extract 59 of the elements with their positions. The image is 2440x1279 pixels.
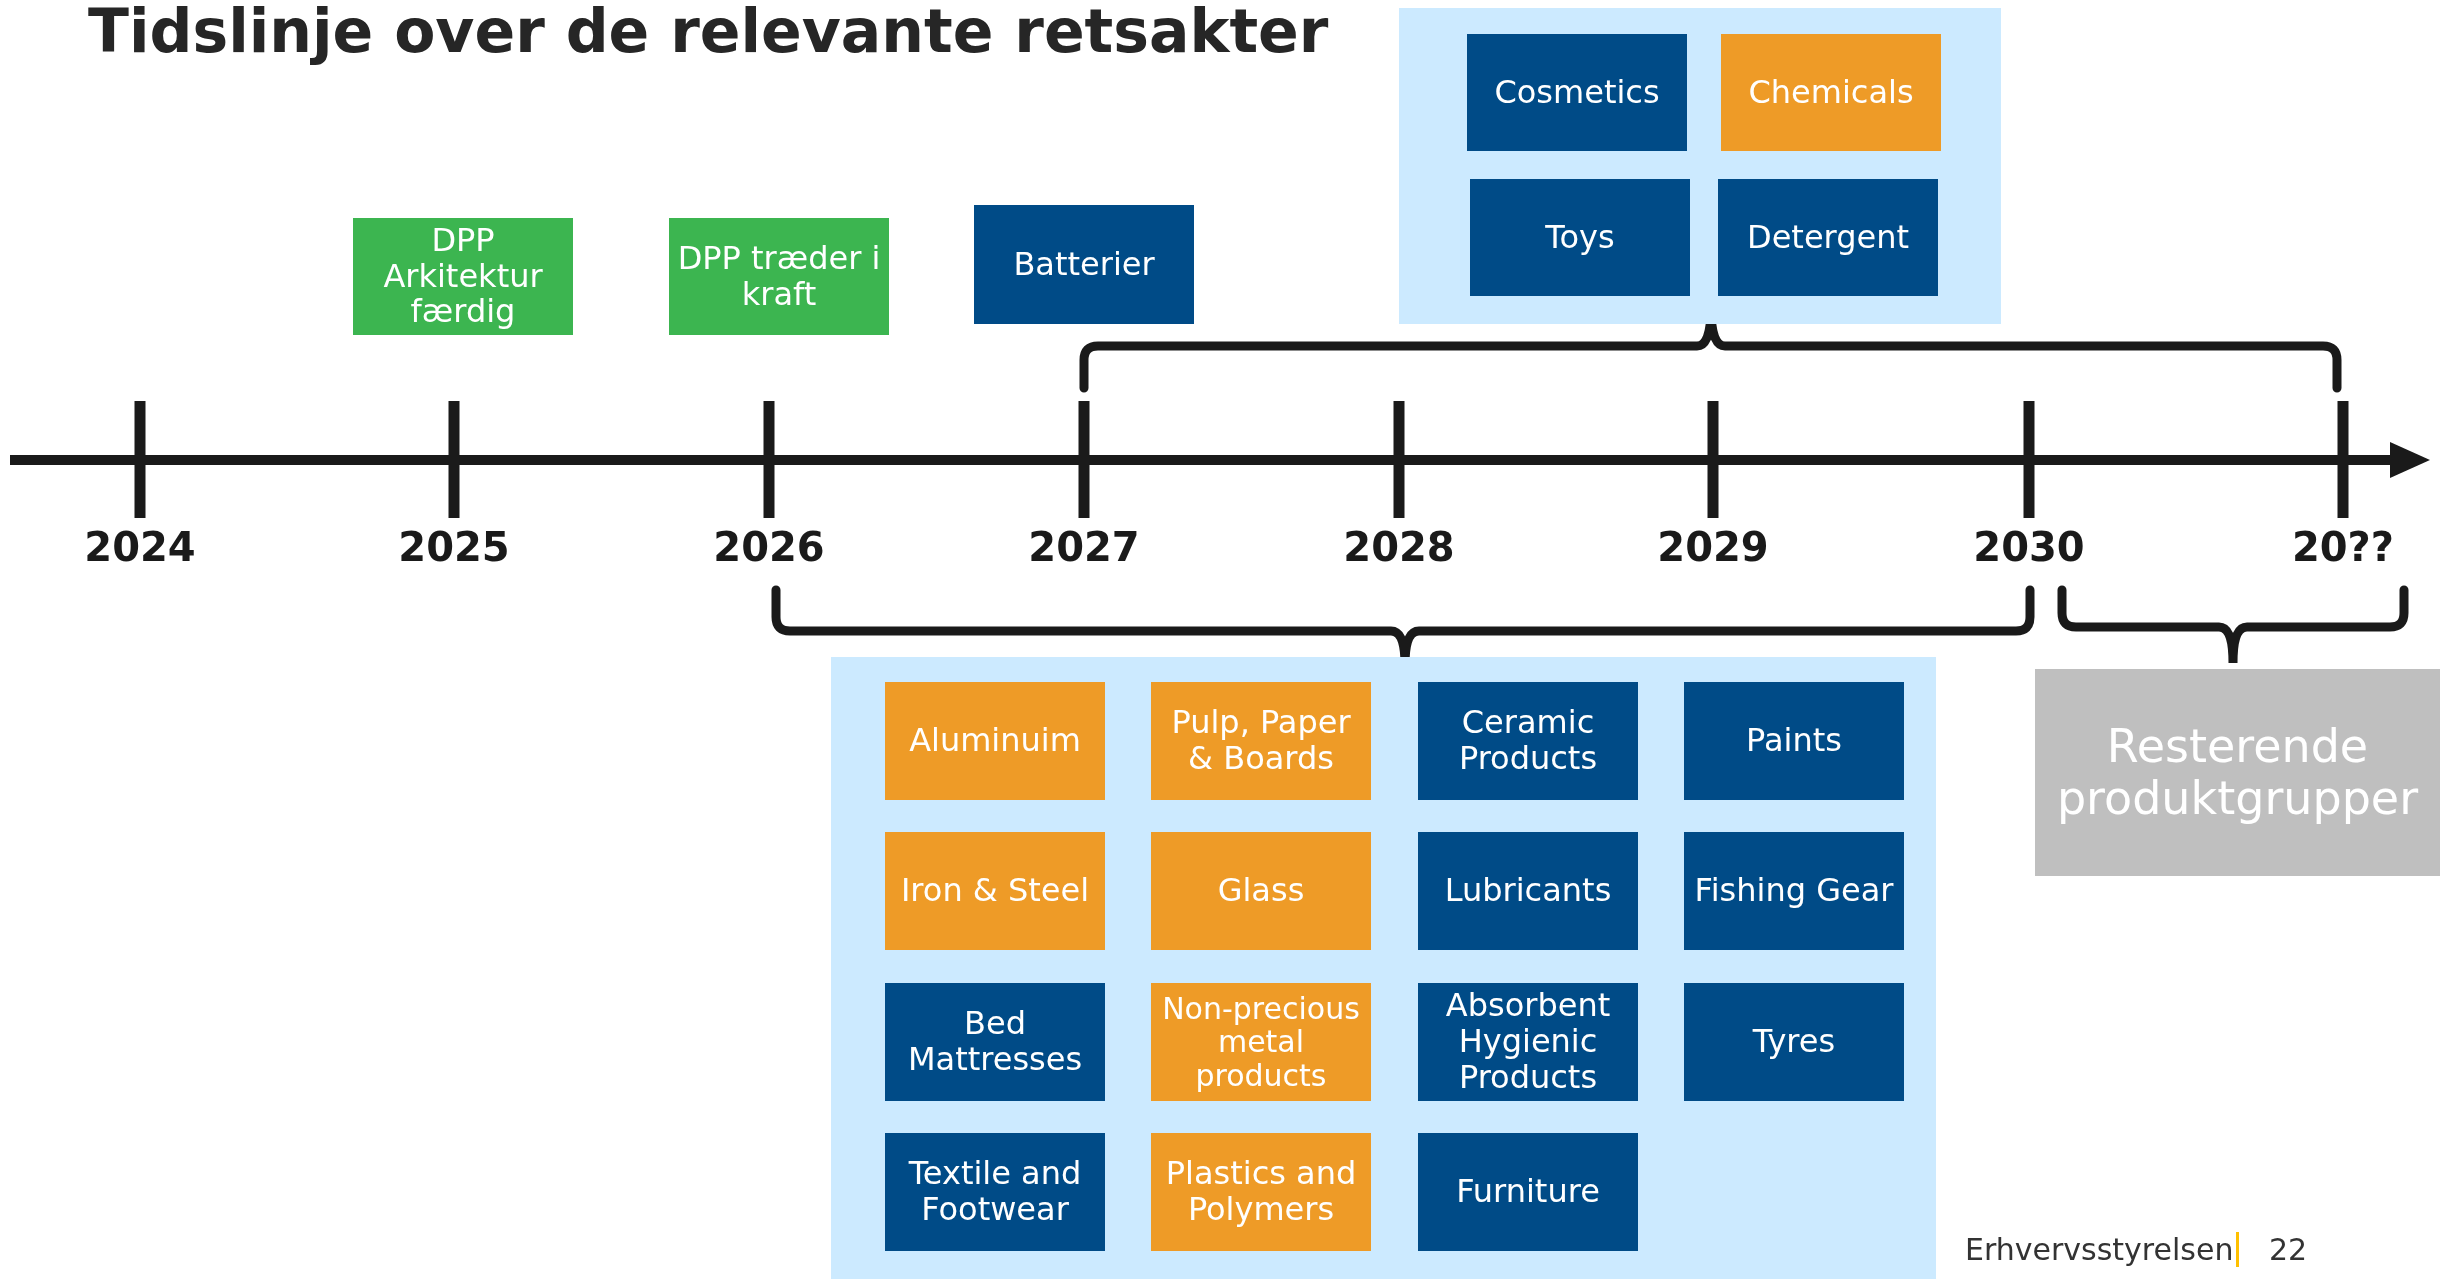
node-label: Aluminuim [909,723,1081,759]
node-label: Cosmetics [1494,74,1660,111]
node-label: Non-precious metal products [1161,991,1361,1093]
node-label: Tyres [1752,1024,1836,1060]
year-label: 2030 [1972,524,2086,570]
product-box [885,682,1105,800]
product-box [1467,34,1687,151]
year-label: 2026 [712,524,826,570]
node-label: Bed Mattresses [906,1006,1084,1078]
year-label: 2025 [397,524,511,570]
node-label: Chemicals [1748,74,1914,111]
product-box [1418,1133,1638,1251]
product-box [1418,983,1638,1101]
product-box [1684,832,1904,950]
year-label: 2028 [1342,524,1456,570]
product-box [1151,682,1371,800]
node-label: Resterende produktgrupper [2055,721,2420,824]
product-box [1418,832,1638,950]
node-label: Glass [1217,873,1305,909]
node-label: Detergent [1747,219,1909,256]
year-label: 20?? [2290,524,2396,570]
page-number: 22 [2236,1232,2308,1267]
node-label: DPP Arkitektur færdig [382,222,544,331]
node-label: Batterier [1013,246,1155,283]
group-panel [831,657,1936,1279]
node-label: Plastics and Polymers [1164,1156,1358,1228]
product-box [1721,34,1941,151]
product-box [1684,983,1904,1101]
year-label: 2029 [1656,524,1770,570]
node-label: Toys [1545,219,1615,256]
milestone-box [353,218,573,335]
node-label: Pulp, Paper & Boards [1170,705,1352,777]
product-box [1151,1133,1371,1251]
product-box [1470,179,1690,296]
node-label: Fishing Gear [1694,873,1894,909]
node-label: Lubricants [1444,873,1612,909]
footer-text: Erhvervsstyrelsen [1965,1232,2234,1267]
product-box [1418,682,1638,800]
group-panel [1399,8,2001,324]
product-box [885,983,1105,1101]
product-box [1718,179,1938,296]
product-box [885,1133,1105,1251]
regulation-box [974,205,1194,324]
product-box [885,832,1105,950]
node-label: DPP træder i kraft [677,240,881,313]
remaining-box [2035,669,2440,876]
node-label: Paints [1746,723,1842,759]
product-box [1684,682,1904,800]
product-box [1151,983,1371,1101]
milestone-box [669,218,889,335]
title: Tidslinje over de relevante retsakter [88,0,1329,66]
node-label: Ceramic Products [1457,705,1599,777]
year-label: 2027 [1027,524,1141,570]
node-label: Iron & Steel [900,873,1090,909]
year-label: 2024 [83,524,197,570]
node-label: Furniture [1456,1174,1600,1210]
node-label: Textile and Footwear [907,1156,1083,1228]
node-label: Absorbent Hygienic Products [1444,988,1612,1096]
product-box [1151,832,1371,950]
